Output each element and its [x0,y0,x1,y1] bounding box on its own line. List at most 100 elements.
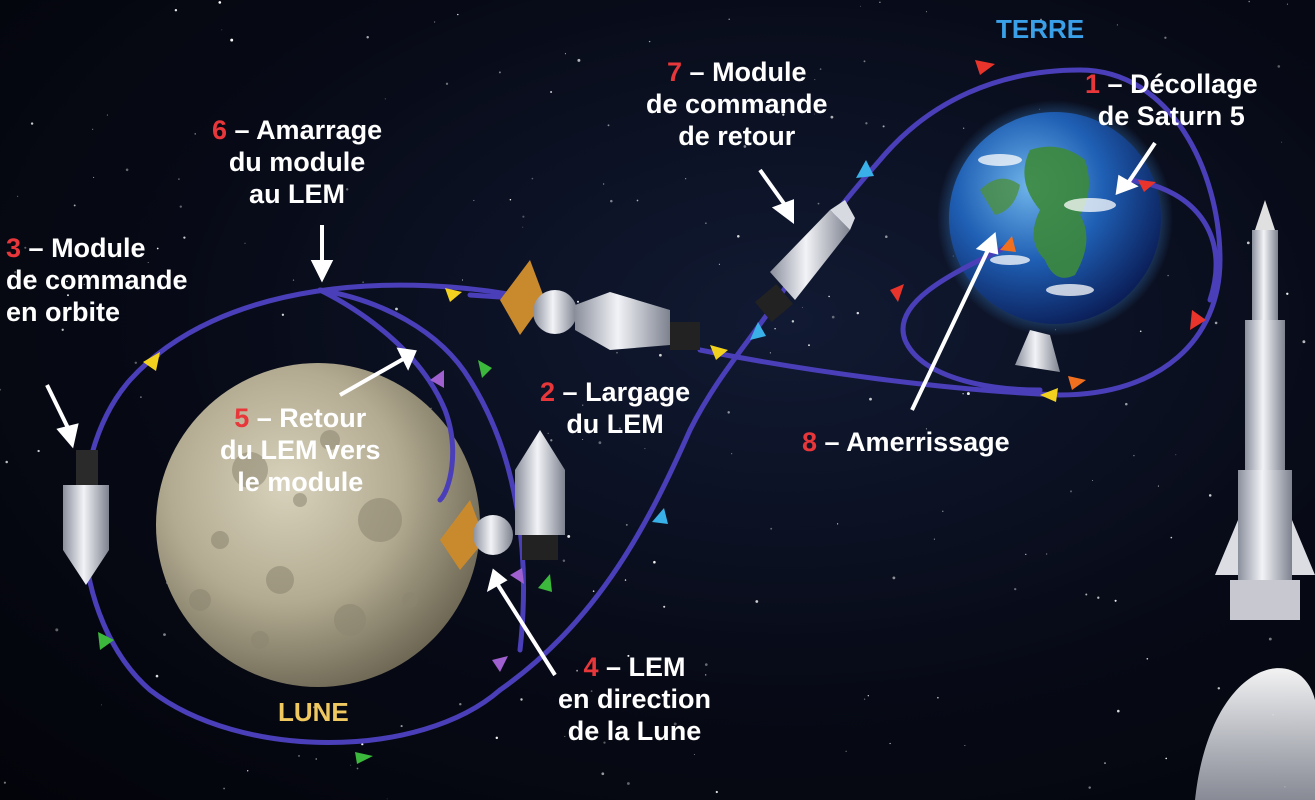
step-separator: – [227,115,257,145]
star [966,392,970,396]
star [244,242,246,244]
label-pointers [45,141,1157,677]
star [315,758,317,760]
star [1088,786,1091,789]
star [292,279,295,281]
step-text: Largage [585,377,691,407]
star [366,35,369,39]
step-number: 2 [540,377,556,407]
saturn-v-rocket [1195,200,1315,800]
star [1085,593,1088,596]
star [3,781,6,784]
star [770,527,773,530]
star [562,559,566,562]
star [156,247,159,250]
star [582,439,584,441]
star [434,21,436,23]
step-label-5: 5 – Retour du LEM vers le module [220,402,381,498]
star [298,755,300,757]
star [590,690,593,692]
star [14,271,17,274]
star [1146,657,1149,660]
star [101,704,102,706]
star [845,750,847,752]
star [626,782,630,785]
star [140,396,142,398]
star [1097,596,1100,599]
star [624,579,627,581]
star [1248,0,1250,3]
star [550,439,553,442]
star [281,313,285,316]
step-separator: – [1100,69,1131,99]
step-text: au LEM [249,179,346,209]
star [1286,3,1288,5]
step-number: 1 [1085,69,1101,99]
star [727,411,730,414]
star [610,199,613,203]
star [685,178,687,180]
star [495,736,499,740]
step-label-1: 1 – Décollage de Saturn 5 [1085,68,1258,132]
step-number: 7 [667,57,683,87]
star [863,698,866,700]
earth-illustration [937,100,1173,336]
star [577,300,579,303]
star [134,361,138,365]
star [384,98,386,100]
step-label-6: 6 – Amarrage du module au LEM [212,114,382,210]
star [618,427,622,430]
star [577,58,581,62]
star [892,576,896,580]
star [174,8,178,12]
star [61,328,64,331]
star [769,352,771,354]
star [567,534,571,538]
star [603,741,606,744]
star [644,448,646,450]
star [863,60,866,63]
star [607,124,610,127]
step-text: du LEM [566,409,664,439]
step-separator: – [249,403,280,433]
command-module-orbit [63,450,109,585]
star [598,696,602,699]
star [1302,340,1306,344]
step-label-4: 4 – LEM en direction de la Lune [558,651,711,747]
step-text: en orbite [6,297,121,327]
star [801,306,803,308]
star [814,113,816,115]
star [194,133,196,135]
star [386,798,388,800]
star [0,388,2,391]
star [817,202,820,205]
star [1014,587,1017,591]
star [221,29,223,31]
star [1164,36,1167,39]
star [1217,687,1221,690]
star [814,79,816,81]
step-text: de retour [678,121,796,151]
star [522,215,525,218]
step-text: Module [51,233,146,263]
star [1092,480,1093,482]
star [1167,274,1169,277]
star [459,702,462,706]
step-text: de la Lune [567,716,702,746]
star [718,263,720,265]
direction-arrows [98,60,1206,764]
step-number: 6 [212,115,228,145]
star [430,407,432,409]
star [663,605,666,608]
star [1246,241,1250,245]
star [925,11,928,13]
star [1214,321,1218,325]
star [520,698,523,701]
star [1175,454,1177,456]
star [5,460,8,464]
star [942,510,944,512]
star [93,176,95,178]
